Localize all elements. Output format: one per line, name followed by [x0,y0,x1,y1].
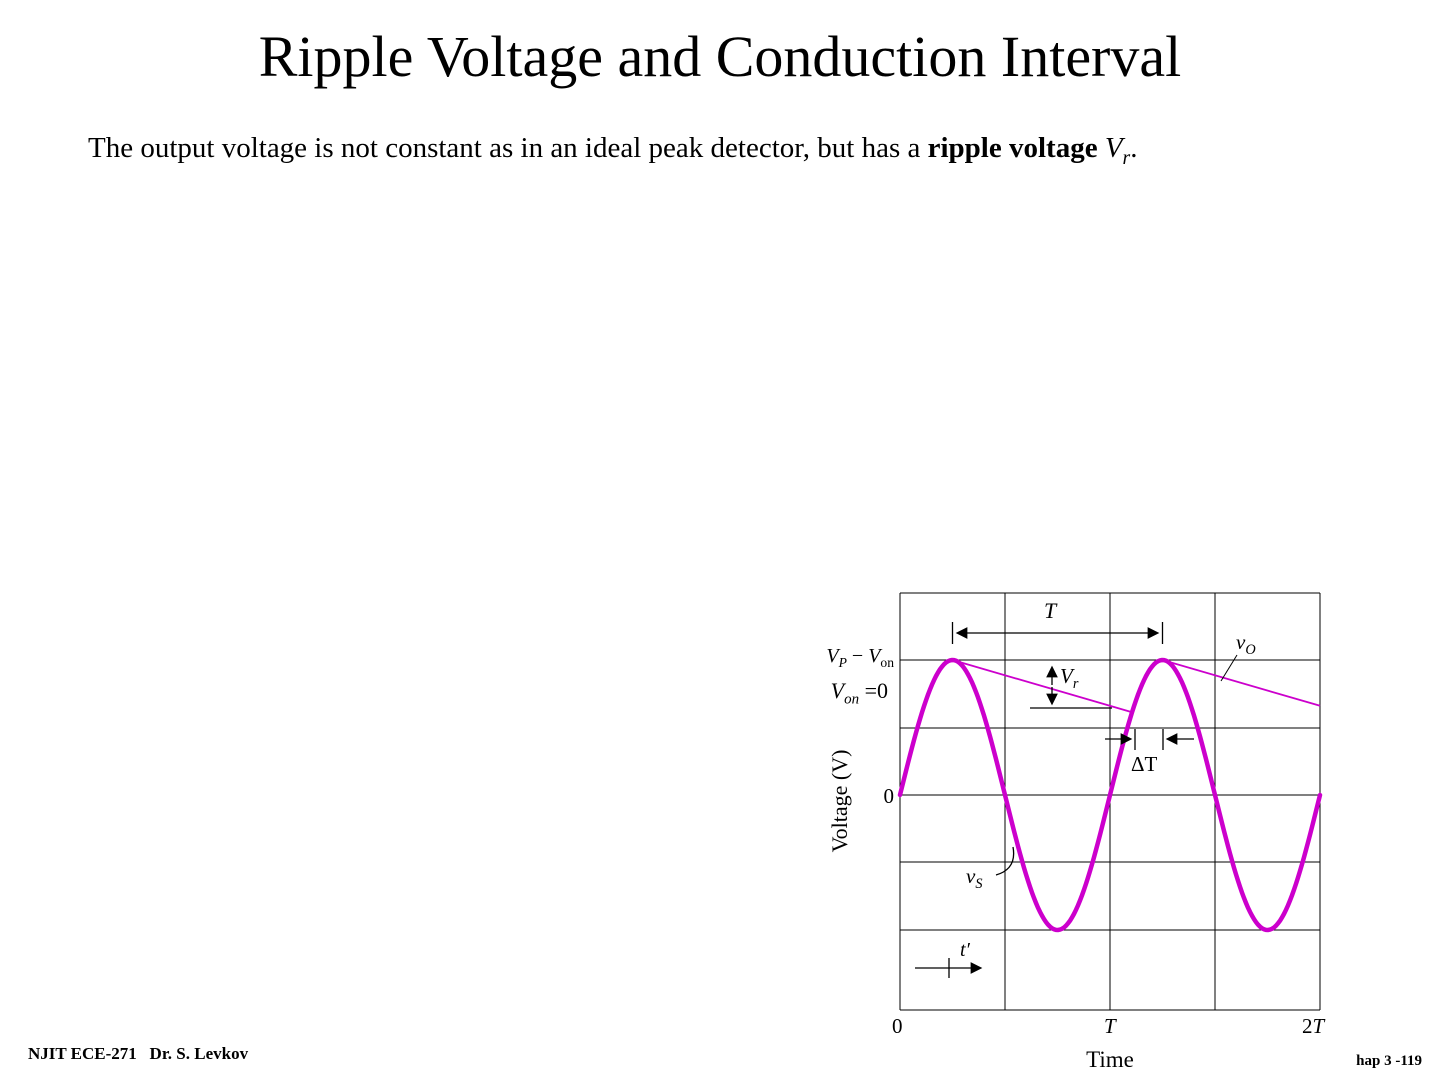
von-sub: on [880,655,894,670]
vs-label-sub: S [975,876,983,893]
annotation-lines [915,622,1238,978]
vo-pointer-line [1220,654,1238,682]
von0-eq: =0 [859,678,888,703]
xtick-2T: 2T [1302,1014,1324,1039]
period-label: T [1044,598,1057,623]
vo-label-v: v [1236,630,1246,654]
ripple-label-v: V [1060,664,1073,688]
body-suffix: . [1130,132,1138,164]
footer-page-number: hap 3 -119 [1356,1053,1422,1069]
y-axis-title: Voltage (V) [827,749,852,853]
vo-label: vO [1236,630,1256,659]
footer-course: NJIT ECE-271 Dr. S. Levkov [28,1044,249,1063]
ripple-label: Vr [1060,664,1079,693]
von0-sub: on [844,691,860,708]
body-prefix: The output voltage is not constant as in… [88,132,928,164]
ripple-voltage-figure: T Vr ΔT vO vS t′ VP − Von Von =0 0 Volta… [800,588,1345,1080]
figure-canvas [897,592,1323,1011]
vs-sine-curve [897,657,1323,933]
vp-minus: − [846,645,869,667]
vo-label-sub: O [1245,642,1256,659]
deltaT-label: ΔT [1131,752,1158,776]
tprime-label: t′ [960,939,970,961]
body-paragraph: The output voltage is not constant as in… [88,130,1408,169]
vs-label-v: v [966,864,976,888]
xtick-2T-num: 2 [1302,1014,1313,1038]
vp-minus-von-label: VP − Von [800,645,894,670]
body-var-sub-r: r [1122,146,1131,169]
body-var-v: V [1104,132,1123,164]
ytick-zero: 0 [883,784,895,808]
body-bold-ripple-voltage: ripple voltage [927,132,1105,164]
von0-v: V [830,678,845,703]
page-title: Ripple Voltage and Conduction Interval [258,24,1182,89]
xtick-T: T [1104,1014,1116,1038]
x-axis-title: Time [1086,1047,1134,1072]
ripple-label-sub: r [1072,676,1079,693]
von-zero-label: Von =0 [800,678,888,708]
xtick-2T-t: T [1312,1014,1325,1038]
von-v: V [868,645,881,667]
vs-pointer-curve [995,846,1015,876]
vp-sub: P [838,655,847,670]
vp-v: V [826,645,839,667]
xtick-0: 0 [892,1014,903,1038]
vs-label: vS [966,864,983,893]
